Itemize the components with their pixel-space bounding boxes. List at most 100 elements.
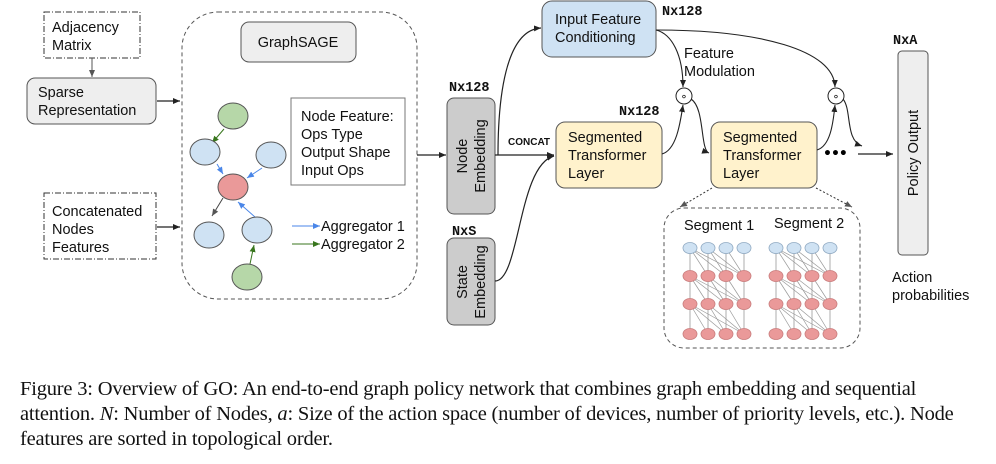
modulation-op-1 <box>675 87 693 105</box>
segment-2-node <box>768 298 784 310</box>
expand-arrow-left <box>679 187 713 208</box>
segment-1-input-node <box>700 242 716 254</box>
sparse-label-2: Representation <box>38 103 136 119</box>
graph-node-blue-left <box>189 138 221 166</box>
sparse-representation-box: Sparse Representation <box>26 77 157 125</box>
node-feature-box <box>290 97 406 186</box>
graph-node-center <box>217 173 249 201</box>
segment-2-node <box>786 298 802 310</box>
segmented-transformer-layer-1: Segmented Transformer Layer <box>555 121 663 189</box>
conditioning-label-1: Input Feature <box>555 12 641 28</box>
edge-agg1-right <box>246 167 263 179</box>
caption-a-symbol: a <box>277 403 288 425</box>
transformer-1-dim: Nx128 <box>619 105 660 120</box>
segment-1-node <box>736 270 752 282</box>
caption-n-text: : Number of Nodes, <box>113 403 278 425</box>
segment-1-node <box>700 270 716 282</box>
caption-a-text: : Size of the action space (number of de… <box>20 403 954 450</box>
arrow-modulation-to-transformer-2 <box>690 98 710 154</box>
state-embedding-label-1: State <box>455 265 471 299</box>
node-embedding-label-2: Embedding <box>473 119 489 192</box>
ellipsis: ••• <box>823 146 847 162</box>
graph-node-blue-bottom-right <box>241 216 273 244</box>
state-embedding-box: State Embedding <box>446 237 496 326</box>
segment-2-input-node <box>822 242 838 254</box>
policy-output-dim: NxA <box>893 34 918 49</box>
concat-label: CONCAT <box>508 137 550 148</box>
segment-1-node <box>700 298 716 310</box>
arrow-node-embedding-to-conditioning <box>497 25 542 156</box>
segment-2-input-node <box>804 242 820 254</box>
transformer-2-label-1: Segmented <box>723 130 797 146</box>
transformer-1-label-1: Segmented <box>568 130 642 146</box>
segment-1-node <box>682 328 698 340</box>
edge-agg2-bottom <box>249 244 256 265</box>
action-probabilities-label-2: probabilities <box>892 288 969 304</box>
graph-node-blue-bottom-left <box>193 221 225 249</box>
node-feature-ops-type: Ops Type <box>301 127 363 143</box>
segment-1-node <box>736 298 752 310</box>
segment-2-node <box>786 270 802 282</box>
segment-2-node <box>804 328 820 340</box>
node-feature-output-shape: Output Shape <box>301 145 391 161</box>
segment-1-label: Segment 1 <box>684 218 754 234</box>
segment-1-node <box>682 270 698 282</box>
graphsage-title-box <box>240 21 357 63</box>
sparse-label-1: Sparse <box>38 85 84 101</box>
transformer-1-label-3: Layer <box>568 166 604 182</box>
concat-label-1: Concatenated <box>52 204 142 220</box>
segment-1-input-node <box>682 242 698 254</box>
segment-2-label: Segment 2 <box>774 216 844 232</box>
edge-agg1-bottom <box>237 201 256 218</box>
graph-node-blue-right <box>255 141 287 169</box>
modulation-op-1-symbol: ∘ <box>681 90 688 103</box>
segment-2-node <box>804 298 820 310</box>
segment-1-node <box>718 270 734 282</box>
adjacency-label-1: Adjacency <box>52 20 120 36</box>
conditioning-label-2: Conditioning <box>555 30 636 46</box>
segment-2-node <box>822 270 838 282</box>
state-embedding-label-2: Embedding <box>473 245 489 318</box>
feature-modulation-label-1: Feature <box>684 46 734 62</box>
segment-2-node <box>804 270 820 282</box>
transformer-2-label-3: Layer <box>723 166 759 182</box>
segment-1-input-node <box>736 242 752 254</box>
feature-modulation-label-2: Modulation <box>684 64 755 80</box>
modulation-op-2-symbol: ∘ <box>833 90 840 103</box>
policy-output-label: Policy Output <box>906 110 922 196</box>
modulation-op-2 <box>827 87 845 105</box>
caption-prefix: Figure 3: Overview of GO: An end-to-end … <box>20 378 917 425</box>
graph-node-green-bottom <box>231 263 263 291</box>
architecture-diagram: Adjacency Matrix Sparse Representation C… <box>26 0 969 349</box>
segment-2-input-node <box>786 242 802 254</box>
arrow-conditioning-to-modulation-1 <box>655 29 686 88</box>
graphsage-title: GraphSAGE <box>258 35 339 51</box>
concat-label-3: Features <box>52 240 109 256</box>
edge-out <box>211 197 224 217</box>
caption-n-symbol: N <box>99 403 114 425</box>
node-embedding-box: Node Embedding <box>446 97 496 215</box>
arrow-state-embedding-to-transformer <box>494 154 555 282</box>
arrow-modulation-2-out <box>842 98 863 147</box>
figure-caption: Figure 3: Overview of GO: An end-to-end … <box>20 377 986 452</box>
adjacency-matrix-box: Adjacency Matrix <box>43 11 141 59</box>
segment-1-node <box>718 298 734 310</box>
segment-2-input-node <box>768 242 784 254</box>
expand-arrow-right <box>815 187 853 208</box>
transformer-2-label-2: Transformer <box>723 148 802 164</box>
edge-agg2-top <box>211 128 225 144</box>
segment-1-input-node <box>718 242 734 254</box>
conditioning-dim: Nx128 <box>662 5 703 20</box>
segment-1-node <box>700 328 716 340</box>
segment-2-node <box>768 270 784 282</box>
segment-2-node <box>822 328 838 340</box>
action-probabilities-label-1: Action <box>892 270 932 286</box>
transformer-1-label-2: Transformer <box>568 148 647 164</box>
segment-2-node <box>768 328 784 340</box>
segment-2-node <box>786 328 802 340</box>
graphsage-container: GraphSAGE Node Feature: Ops Type Output … <box>181 11 418 300</box>
edge-agg1-left <box>216 163 224 175</box>
node-embedding-dim: Nx128 <box>449 81 490 96</box>
concat-label-2: Nodes <box>52 222 94 238</box>
segment-1-node <box>736 328 752 340</box>
